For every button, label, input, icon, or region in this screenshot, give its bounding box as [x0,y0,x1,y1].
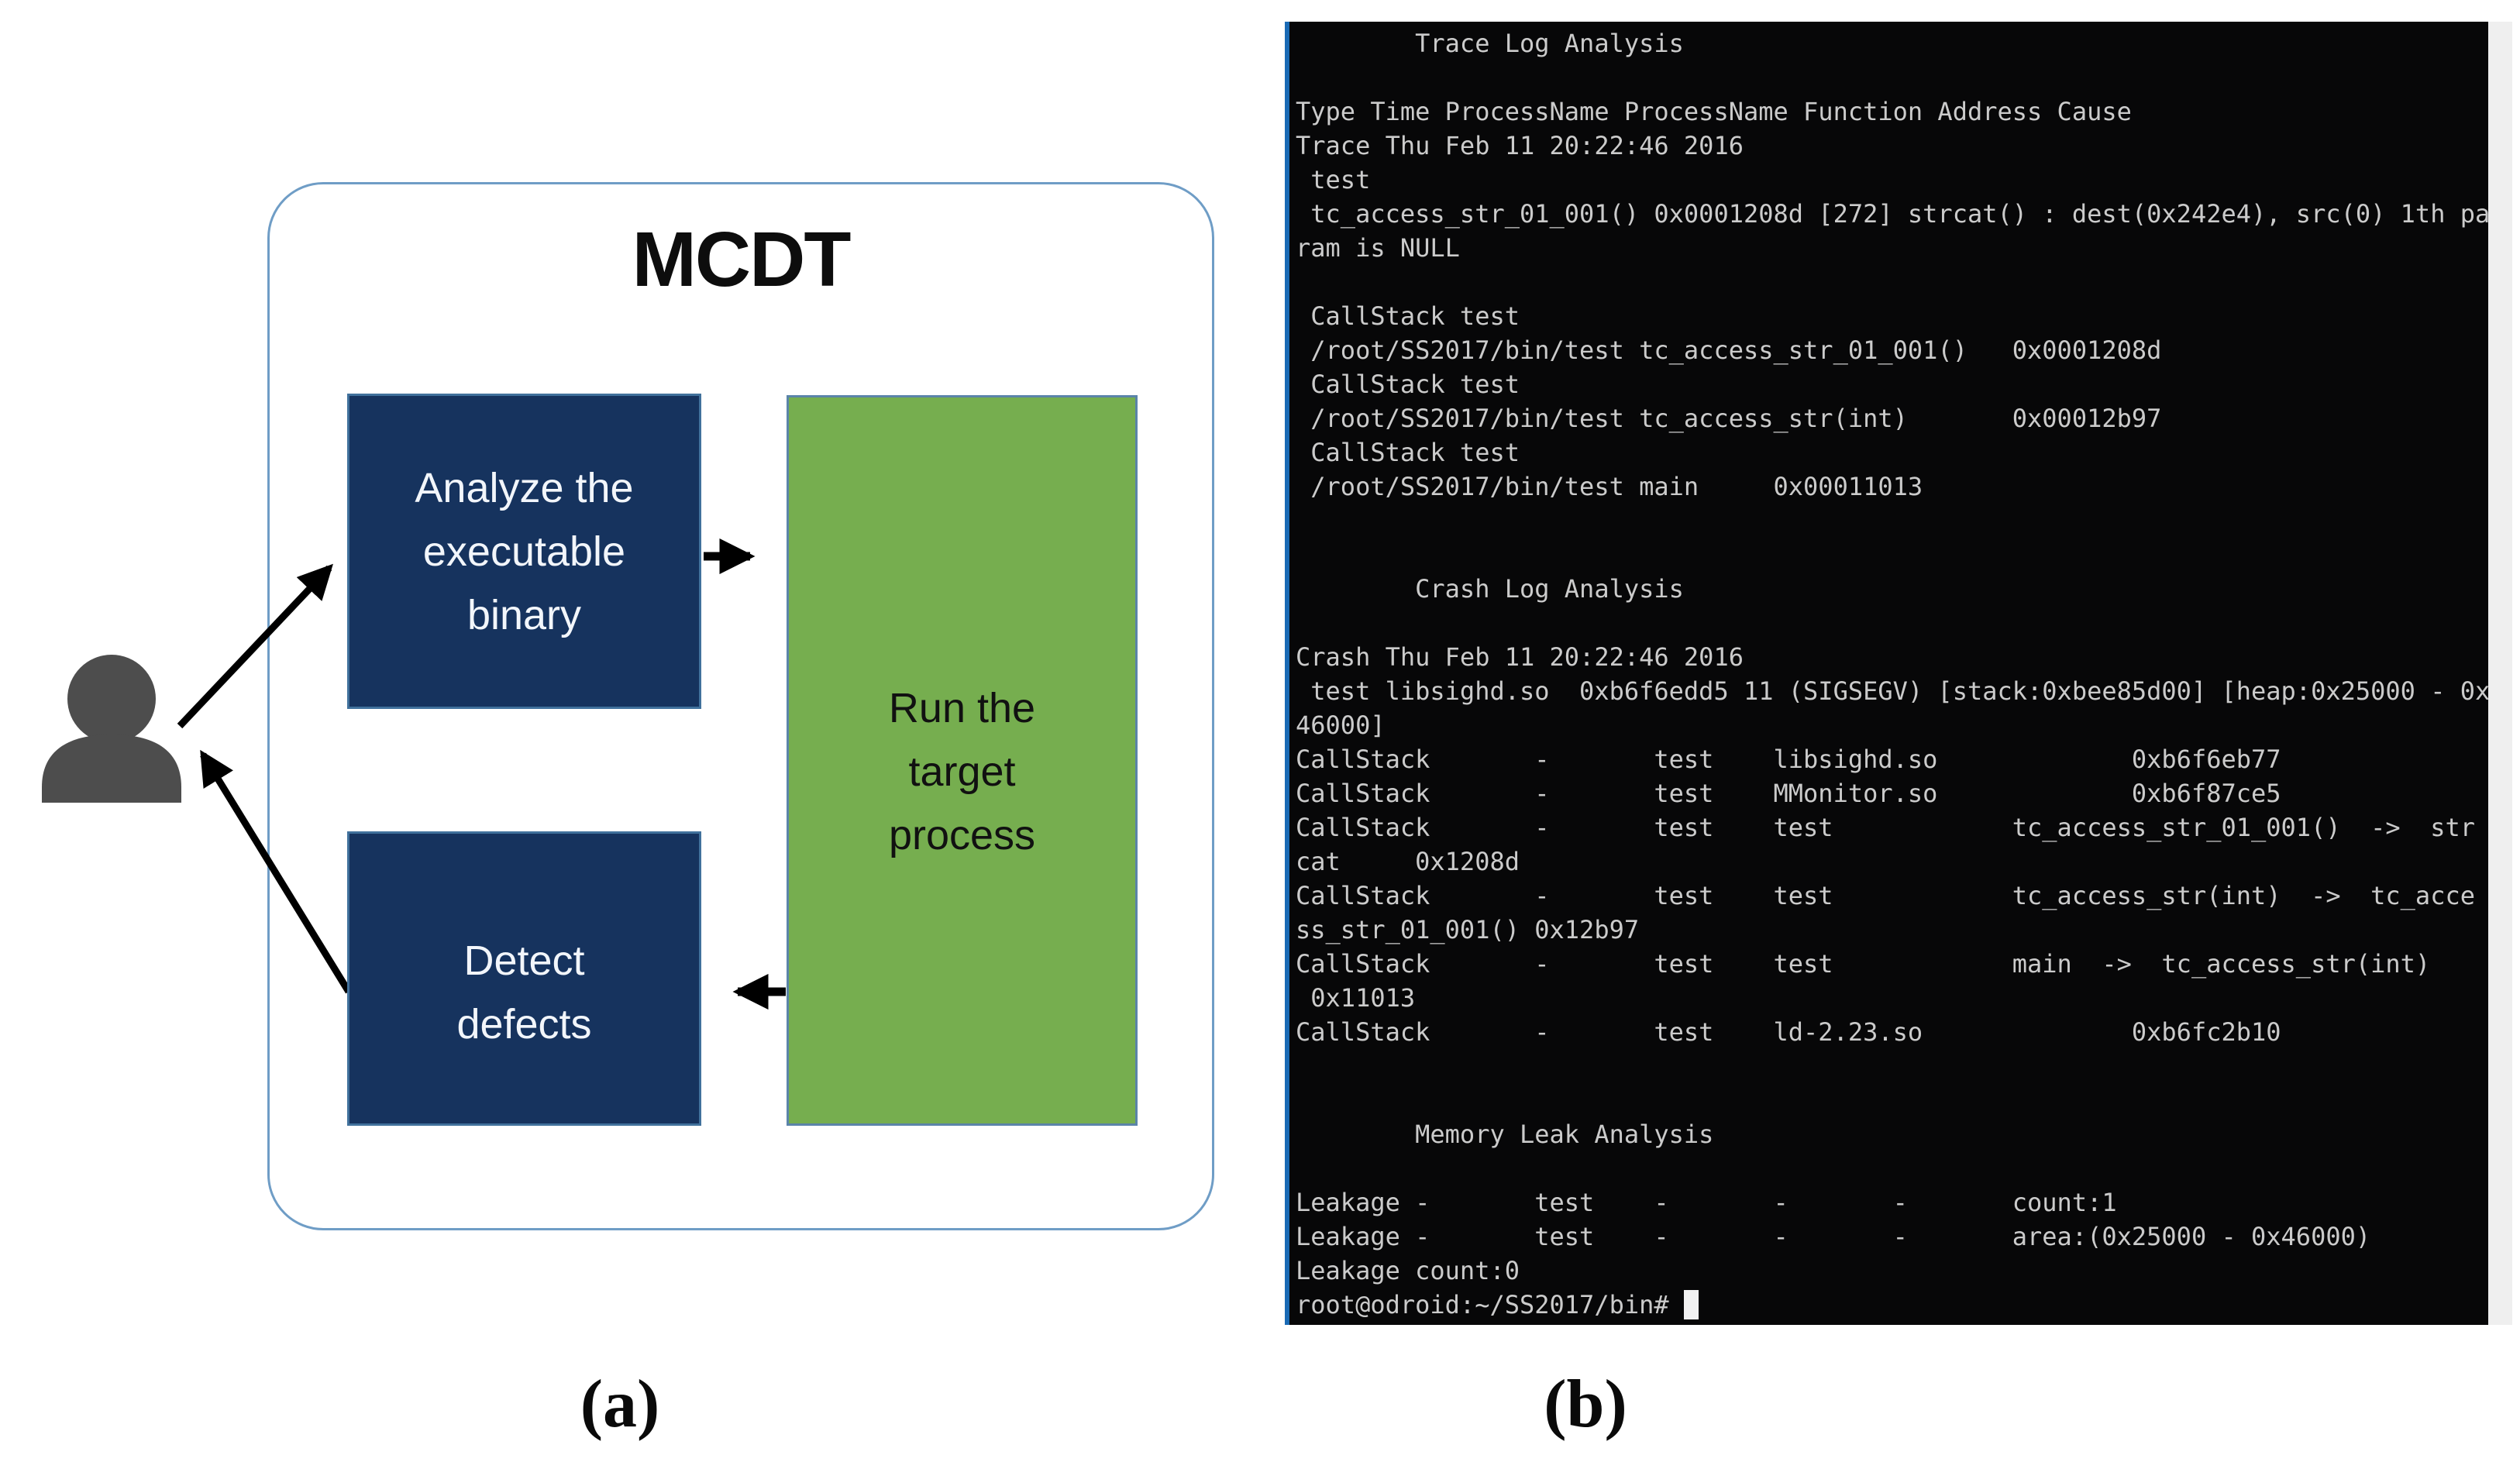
terminal-scrollbar[interactable] [2488,22,2512,1325]
terminal-line: ram is NULL [1296,233,1460,263]
terminal-line: CallStack - test ld-2.23.so 0xb6fc2b10 [1296,1017,2281,1047]
subfigure-label-b: (b) [1544,1367,1627,1442]
terminal-line: Type Time ProcessName ProcessName Functi… [1296,97,2132,126]
terminal-line [1296,60,2488,95]
run-box-text-line: Run the [888,684,1036,731]
diagram-arrow-layer [177,538,786,1010]
terminal-line: tc_access_str_01_001() 0x0001208d [272] … [1296,199,2488,229]
analyze-box-text-line: executable [422,528,626,575]
terminal-line: ss_str_01_001() 0x12b97 [1296,915,1640,944]
detect-defects-box: Detect defects [347,831,701,1126]
terminal-line: Leakage count:0 [1296,1256,1520,1285]
terminal-line: CallStack test [1296,370,1520,399]
terminal-line [1296,1049,2488,1083]
subfigure-label-a: (a) [580,1367,660,1442]
terminal-output: Trace Log Analysis Type Time ProcessName… [1296,26,2488,1288]
terminal-line: CallStack - test test tc_access_str(int)… [1296,881,2475,910]
run-target-process-box: Run the target process [787,395,1138,1126]
terminal-line: Memory Leak Analysis [1296,1120,1714,1149]
arrow-detect-to-user [200,749,352,994]
terminal-line [1296,1083,2488,1117]
terminal-line: CallStack test [1296,438,1520,467]
terminal-line [1296,504,2488,538]
person-icon [42,655,181,803]
terminal-line [1296,538,2488,572]
terminal-line: Trace Thu Feb 11 20:22:46 2016 [1296,131,1744,160]
terminal-cursor [1683,1290,1699,1319]
terminal-line: Leakage - test - - - count:1 [1296,1188,2117,1217]
terminal-line [1296,265,2488,299]
terminal-line: Leakage - test - - - area:(0x25000 - 0x4… [1296,1222,2371,1251]
terminal-line: CallStack test [1296,301,1520,331]
terminal-line: /root/SS2017/bin/test tc_access_str_01_0… [1296,335,2162,365]
terminal-line: CallStack - test libsighd.so 0xb6f6eb77 [1296,745,2281,774]
terminal-line [1296,606,2488,640]
terminal-line: cat 0x1208d [1296,847,1520,876]
terminal-line: Trace Log Analysis [1296,29,1684,58]
detect-box-text-line: Detect [463,937,585,984]
terminal-line: /root/SS2017/bin/test main 0x00011013 [1296,472,1923,501]
analyze-box-text-line: binary [466,591,582,638]
terminal-line: Crash Thu Feb 11 20:22:46 2016 [1296,642,1744,672]
terminal-line: CallStack - test MMonitor.so 0xb6f87ce5 [1296,779,2281,808]
diagram-title: MCDT [632,216,852,303]
run-box-text-line: process [888,811,1036,858]
terminal-line: Crash Log Analysis [1296,574,1684,604]
terminal-line: /root/SS2017/bin/test tc_access_str(int)… [1296,404,2162,433]
terminal-line: CallStack - test test main -> tc_access_… [1296,949,2431,979]
analyze-binary-box: Analyze the executable binary [347,394,701,709]
terminal-line: test [1296,165,1371,194]
terminal-prompt-line[interactable]: root@odroid:~/SS2017/bin# [1296,1288,2488,1322]
terminal-line: 46000] [1296,710,1386,740]
terminal-line [1296,1151,2488,1185]
terminal-line: test libsighd.so 0xb6f6edd5 11 (SIGSEGV)… [1296,676,2488,706]
terminal-line: 0x11013 [1296,983,1416,1013]
terminal-prompt: root@odroid:~/SS2017/bin# [1296,1290,1684,1319]
analyze-box-text-line: Analyze the [415,464,634,511]
arrow-user-to-analyze [177,563,333,729]
terminal-line: CallStack - test test tc_access_str_01_0… [1296,813,2475,842]
run-box-text-line: target [908,748,1016,795]
detect-box-text-line: defects [456,1001,592,1048]
terminal-window[interactable]: Trace Log Analysis Type Time ProcessName… [1285,22,2488,1325]
